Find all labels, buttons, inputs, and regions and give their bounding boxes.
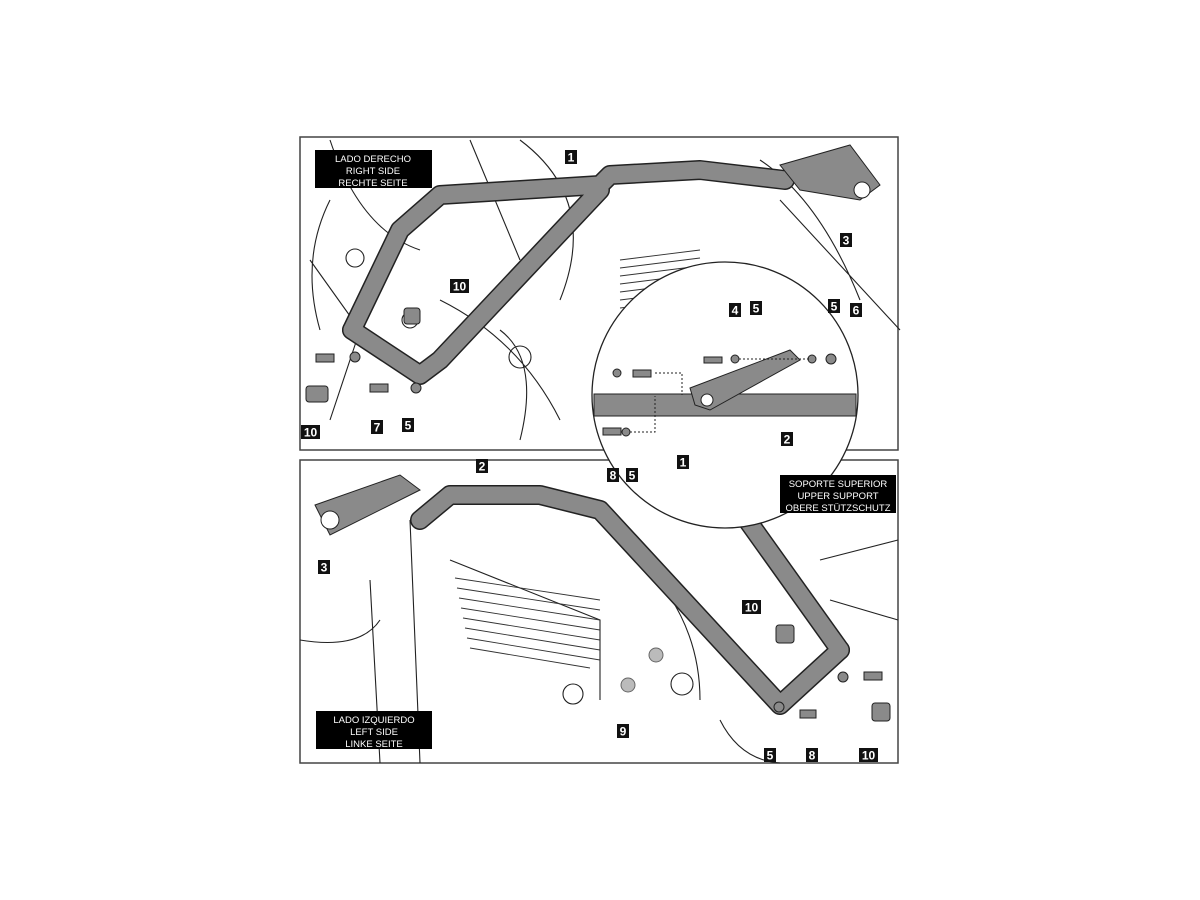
svg-text:5: 5 [629,469,636,483]
svg-text:3: 3 [321,561,328,575]
callouts-top: 1 10 3 4 5 5 6 10 7 5 2 1 8 5 [301,150,862,483]
svg-text:LADO IZQUIERDO: LADO IZQUIERDO [333,715,414,726]
callout-8: 8 [607,468,619,483]
caption-right-side: LADO DERECHO RIGHT SIDE RECHTE SEITE [315,150,432,189]
bolts [305,307,422,403]
callout-3: 3 [840,233,852,248]
crash-bar-1 [342,160,795,385]
callout-10: 10 [301,425,320,440]
svg-text:10: 10 [862,749,876,763]
caption-upper-support: SOPORTE SUPERIOR UPPER SUPPORT OBERE STÜ… [780,475,896,514]
callout-4: 4 [729,303,741,318]
svg-text:SOPORTE SUPERIOR: SOPORTE SUPERIOR [789,479,888,490]
callout-3: 3 [318,560,330,575]
callout-1: 1 [677,455,689,470]
callout-6: 6 [850,303,862,318]
svg-text:5: 5 [405,419,412,433]
radiator-grille [454,577,601,669]
bracket-3 [314,474,421,536]
bolts [620,624,891,722]
callout-9: 9 [617,724,629,739]
callout-5: 5 [764,748,776,763]
svg-text:LADO DERECHO: LADO DERECHO [335,154,411,165]
callout-2: 2 [781,432,793,447]
svg-text:1: 1 [680,456,687,470]
svg-text:2: 2 [784,433,791,447]
callout-7: 7 [371,420,383,435]
svg-text:5: 5 [767,749,774,763]
svg-text:5: 5 [753,302,760,316]
callout-5: 5 [402,418,414,433]
callout-10: 10 [859,748,878,763]
svg-text:LEFT SIDE: LEFT SIDE [350,727,398,738]
svg-text:10: 10 [304,426,318,440]
svg-text:1: 1 [568,151,575,165]
svg-text:OBERE STÜTZSCHUTZ: OBERE STÜTZSCHUTZ [785,503,890,514]
callout-5: 5 [828,299,840,314]
callout-5: 5 [750,301,762,316]
caption-left-side: LADO IZQUIERDO LEFT SIDE LINKE SEITE [316,711,432,750]
callout-10: 10 [450,279,469,294]
callout-8: 8 [806,748,818,763]
bracket-3 [779,144,881,201]
svg-text:10: 10 [453,280,467,294]
upper-support-detail [591,261,859,529]
svg-text:RECHTE SEITE: RECHTE SEITE [338,178,407,189]
svg-text:9: 9 [620,725,627,739]
callout-2: 2 [476,459,488,474]
svg-text:10: 10 [745,601,759,615]
svg-text:LINKE SEITE: LINKE SEITE [345,739,403,750]
svg-text:RIGHT SIDE: RIGHT SIDE [346,166,400,177]
crash-bar-2 [410,485,850,715]
svg-text:2: 2 [479,460,486,474]
callout-1: 1 [565,150,577,165]
svg-text:3: 3 [843,234,850,248]
svg-text:UPPER SUPPORT: UPPER SUPPORT [797,491,878,502]
svg-text:4: 4 [732,304,739,318]
svg-text:5: 5 [831,300,838,314]
svg-text:6: 6 [853,304,860,318]
svg-text:7: 7 [374,421,381,435]
callout-10: 10 [742,600,761,615]
svg-text:8: 8 [610,469,617,483]
callout-5: 5 [626,468,638,483]
callouts-bottom: 2 3 10 9 5 8 10 [318,459,878,763]
svg-text:8: 8 [809,749,816,763]
